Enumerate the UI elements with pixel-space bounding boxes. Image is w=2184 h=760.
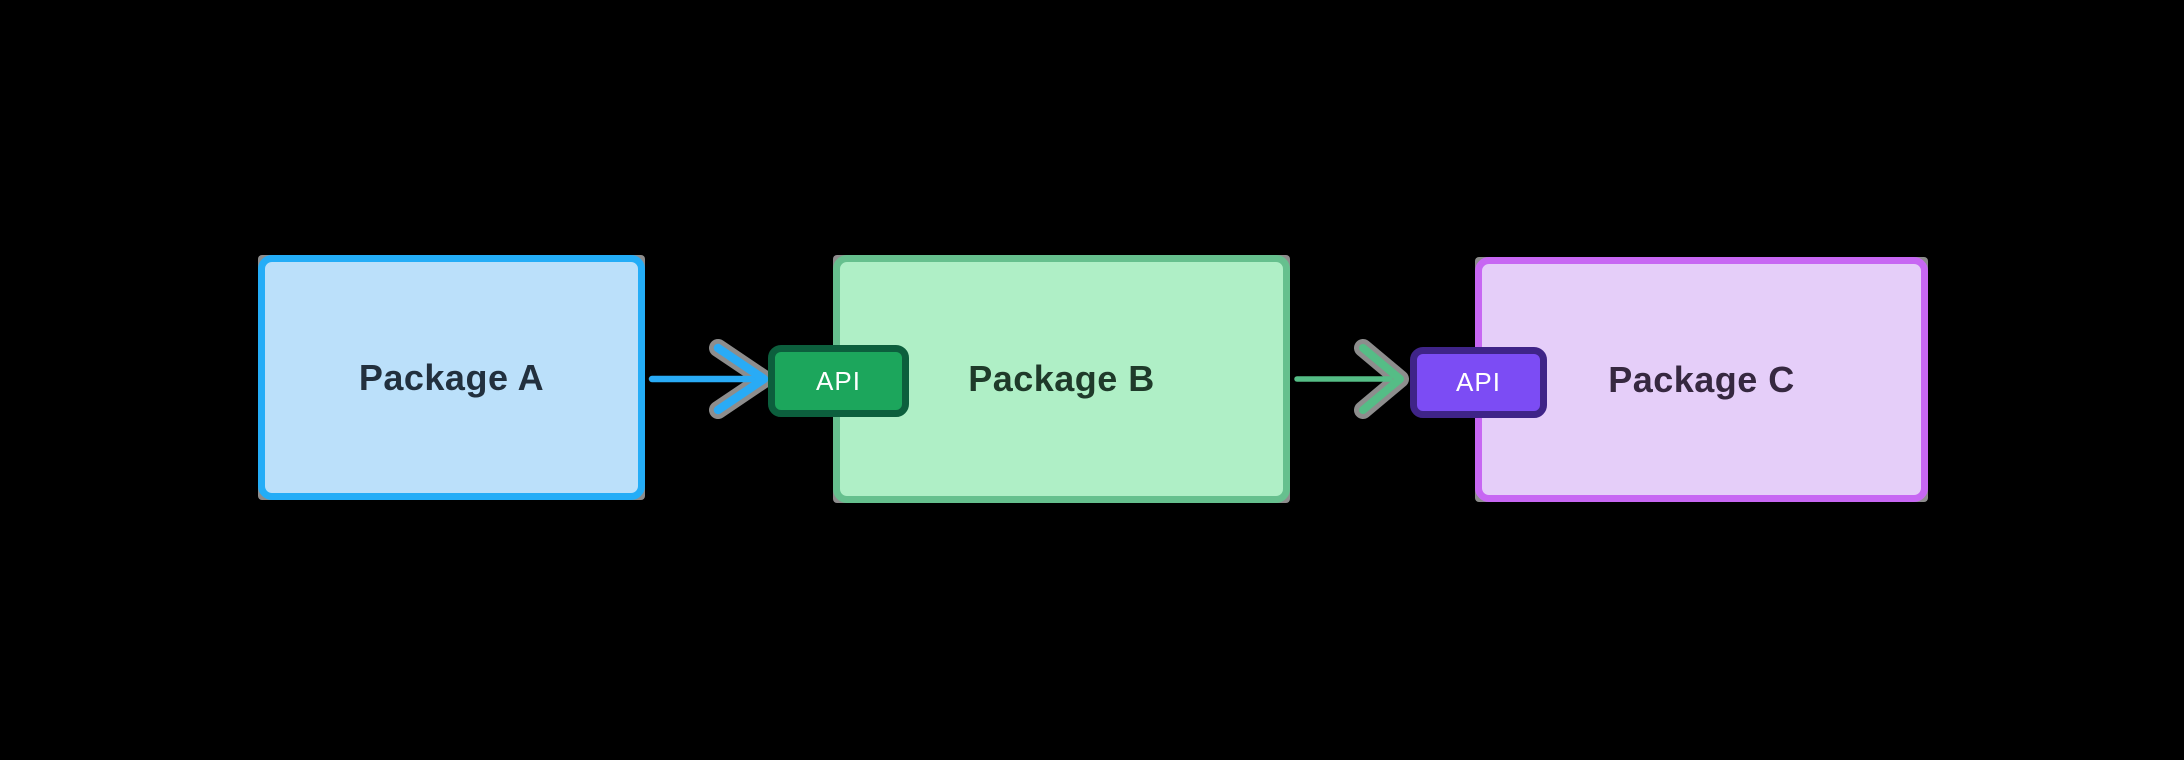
package-b-shadow: Package B [833,255,1290,503]
api-badge-a-b: API [768,345,909,417]
api-badge-b-c-label: API [1456,367,1501,397]
package-b-label: Package B [968,358,1155,399]
package-b-node: Package B [833,255,1290,503]
package-a-shadow: Package A [258,255,645,500]
api-badge-a-b-label: API [816,365,861,396]
arrow-b-to-c [1294,339,1409,419]
arrow-a-to-b [648,339,773,419]
api-badge-b-c: API [1410,347,1547,418]
arrowhead [1359,344,1404,414]
arrowhead [713,343,769,415]
package-a-node: Package A [258,255,645,500]
package-c-label: Package C [1608,358,1795,400]
package-a-label: Package A [358,356,545,398]
